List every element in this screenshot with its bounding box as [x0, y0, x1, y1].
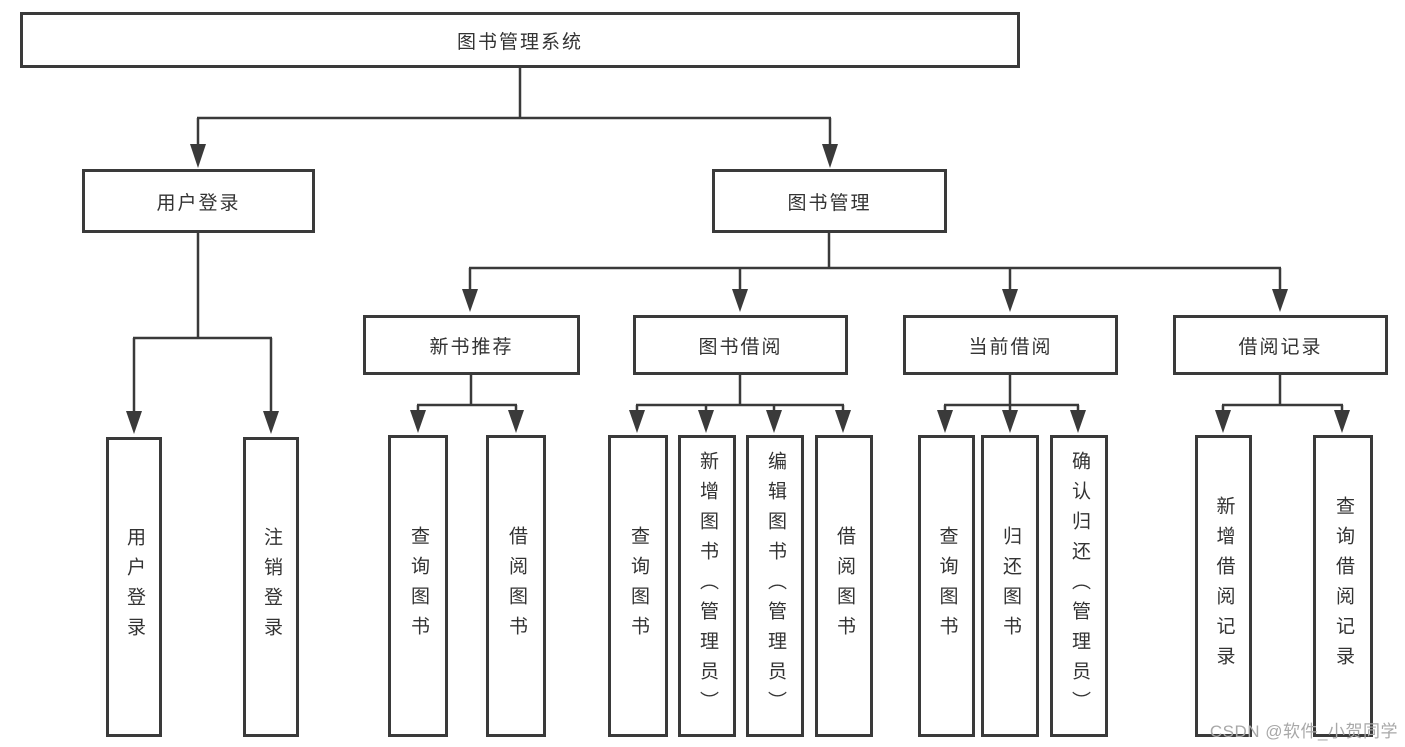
node-label: 查询借阅记录	[1332, 496, 1354, 676]
node-label: 借阅图书	[833, 526, 855, 646]
node-label: 图书管理	[787, 192, 872, 214]
node-return-books: 归还图书	[981, 435, 1039, 737]
node-edit-books-admin: 编辑图书（管理员）	[746, 435, 804, 737]
node-label: 查询图书	[407, 526, 429, 646]
node-book-borrowing: 图书借阅	[633, 315, 848, 375]
node-label: 注销登录	[260, 527, 282, 647]
node-label: 查询图书	[936, 526, 958, 646]
csdn-watermark: CSDN @软件_小贺同学	[1209, 722, 1398, 741]
node-recommend-borrow-books: 借阅图书	[486, 435, 546, 737]
node-label: 归还图书	[999, 526, 1021, 646]
node-label: 查询图书	[627, 526, 649, 646]
node-current-borrowing: 当前借阅	[903, 315, 1118, 375]
node-borrowing-borrow-books: 借阅图书	[815, 435, 873, 737]
node-query-borrow-record: 查询借阅记录	[1313, 435, 1373, 737]
node-label: 新书推荐	[429, 336, 514, 358]
node-label: 图书借阅	[698, 336, 783, 358]
node-label: 用户登录	[123, 527, 145, 647]
node-new-book-recommend: 新书推荐	[363, 315, 580, 375]
node-logout: 注销登录	[243, 437, 299, 737]
node-user-login-leaf: 用户登录	[106, 437, 162, 737]
node-library-management-system: 图书管理系统	[20, 12, 1020, 68]
node-confirm-return-admin: 确认归还（管理员）	[1050, 435, 1108, 737]
node-label: 确认归还（管理员）	[1068, 451, 1090, 721]
node-user-login: 用户登录	[82, 169, 315, 233]
node-label: 新增图书（管理员）	[696, 451, 718, 721]
node-label: 借阅图书	[505, 526, 527, 646]
node-label: 图书管理系统	[456, 31, 583, 53]
node-label: 当前借阅	[968, 336, 1053, 358]
node-label: 借阅记录	[1238, 336, 1323, 358]
node-add-books-admin: 新增图书（管理员）	[678, 435, 736, 737]
node-add-borrow-record: 新增借阅记录	[1195, 435, 1252, 737]
node-label: 编辑图书（管理员）	[764, 451, 786, 721]
node-borrowing-query-books: 查询图书	[608, 435, 668, 737]
node-label: 新增借阅记录	[1213, 496, 1235, 676]
node-book-management: 图书管理	[712, 169, 947, 233]
node-label: 用户登录	[156, 192, 241, 214]
node-borrowing-records: 借阅记录	[1173, 315, 1388, 375]
node-recommend-query-books: 查询图书	[388, 435, 448, 737]
node-current-query-books: 查询图书	[918, 435, 975, 737]
